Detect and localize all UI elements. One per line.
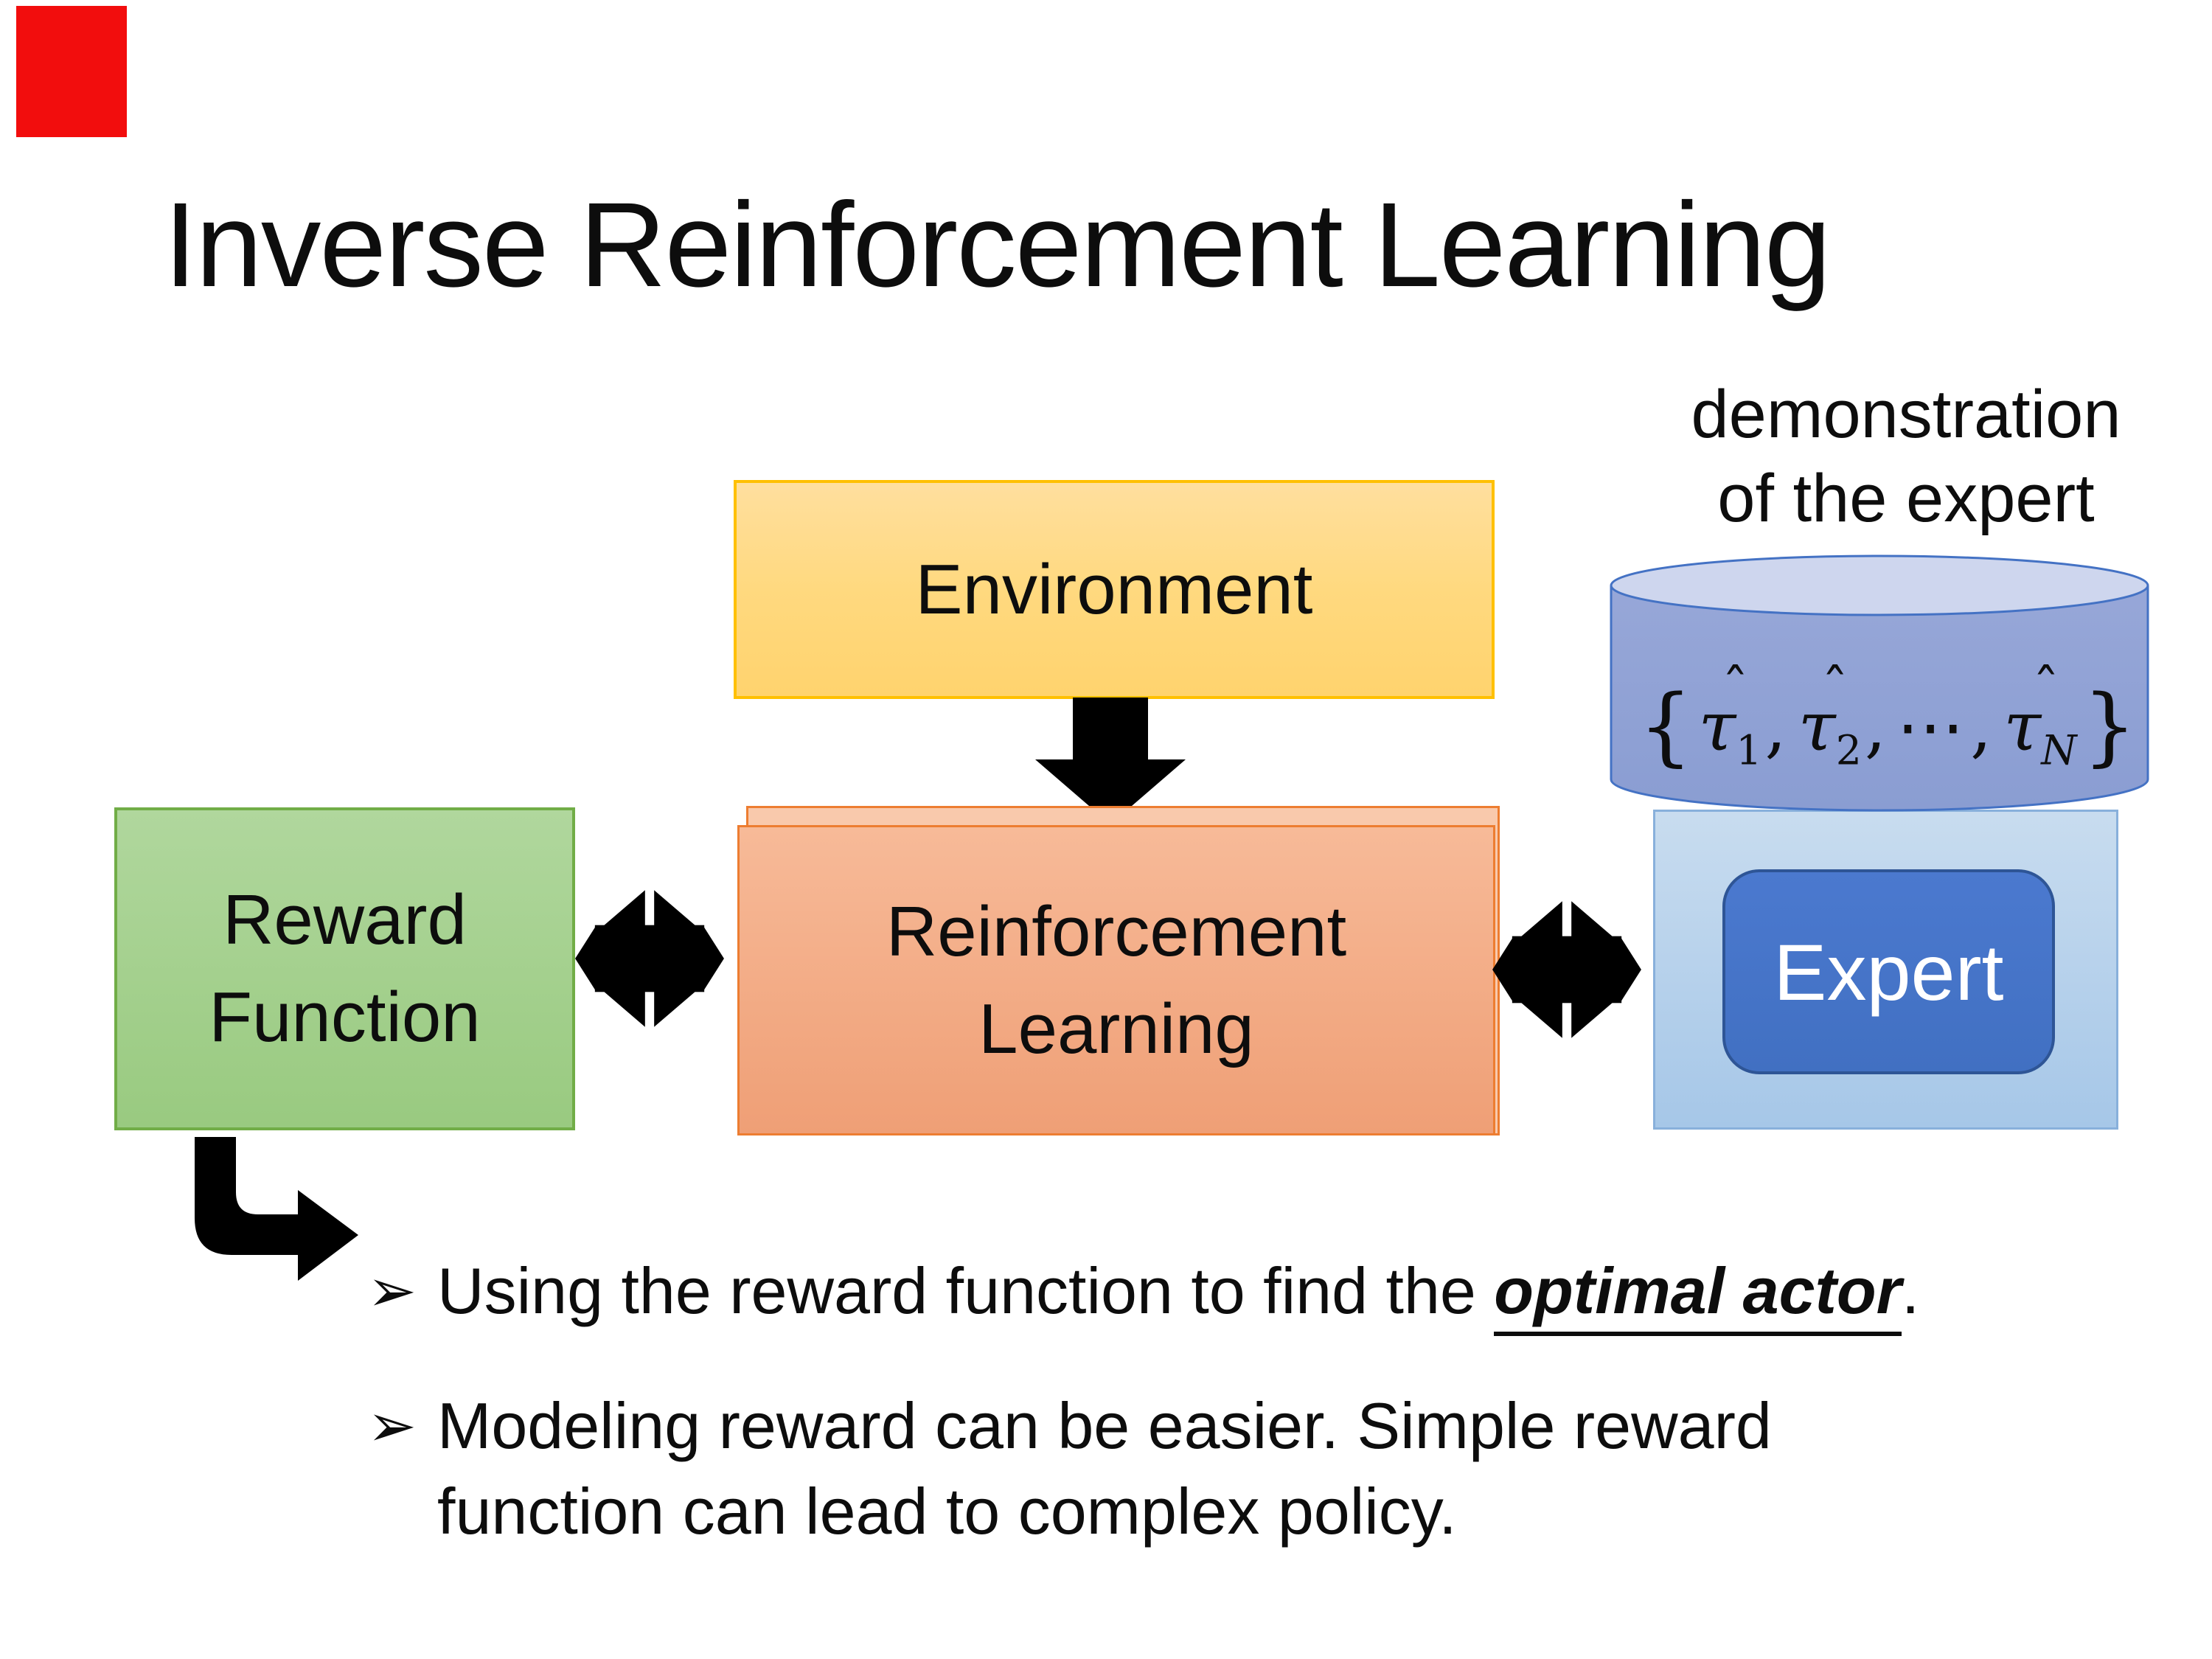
red-marker-rectangle — [16, 6, 127, 137]
demonstration-label-line2: of the expert — [1717, 461, 2095, 536]
ellipsis: ⋯ — [1896, 686, 1969, 766]
brace-close: } — [2082, 677, 2137, 776]
bullet-item-1: ➢ Using the reward function to find the … — [367, 1248, 2137, 1336]
bullet-arrow-icon: ➢ — [367, 1256, 417, 1325]
demonstration-label: demonstration of the expert — [1655, 372, 2157, 540]
reinforcement-learning-label-line2: Learning — [978, 989, 1254, 1068]
reward-function-label-line1: Reward — [223, 880, 467, 959]
bullet-item-2: ➢ Modeling reward can be easier. Simple … — [367, 1383, 2063, 1554]
reinforcement-learning-box: Reinforcement Learning — [737, 825, 1495, 1135]
expert-box-label: Expert — [1773, 927, 2004, 1017]
environment-box: Environment — [734, 480, 1495, 699]
elbow-arrow-icon — [195, 1137, 358, 1281]
optimal-actor-emphasis: optimal actor — [1494, 1254, 1902, 1336]
environment-box-label: Environment — [915, 549, 1313, 629]
hat-accent: ˆ — [2032, 658, 2060, 722]
bullet-item-2-text: Modeling reward can be easier. Simple re… — [437, 1389, 1772, 1548]
hat-accent: ˆ — [1721, 658, 1749, 722]
bullet-arrow-icon: ➢ — [367, 1391, 417, 1460]
demonstration-label-line1: demonstration — [1691, 377, 2121, 452]
bullet-item-1-text: Using the reward function to find the op… — [437, 1248, 1919, 1336]
page-title: Inverse Reinforcement Learning — [164, 177, 1832, 312]
reward-function-label-line2: Function — [209, 978, 481, 1057]
double-arrow-icon — [575, 890, 724, 1027]
brace-open: { — [1638, 677, 1693, 776]
expert-box: Expert — [1722, 869, 2055, 1074]
reward-function-box: Reward Function — [114, 807, 575, 1130]
hat-accent: ˆ — [1821, 658, 1849, 722]
database-cylinder-icon — [1610, 554, 2149, 812]
double-arrow-icon — [1492, 901, 1641, 1038]
reinforcement-learning-label-line1: Reinforcement — [886, 891, 1347, 971]
down-arrow-icon — [1035, 698, 1186, 824]
